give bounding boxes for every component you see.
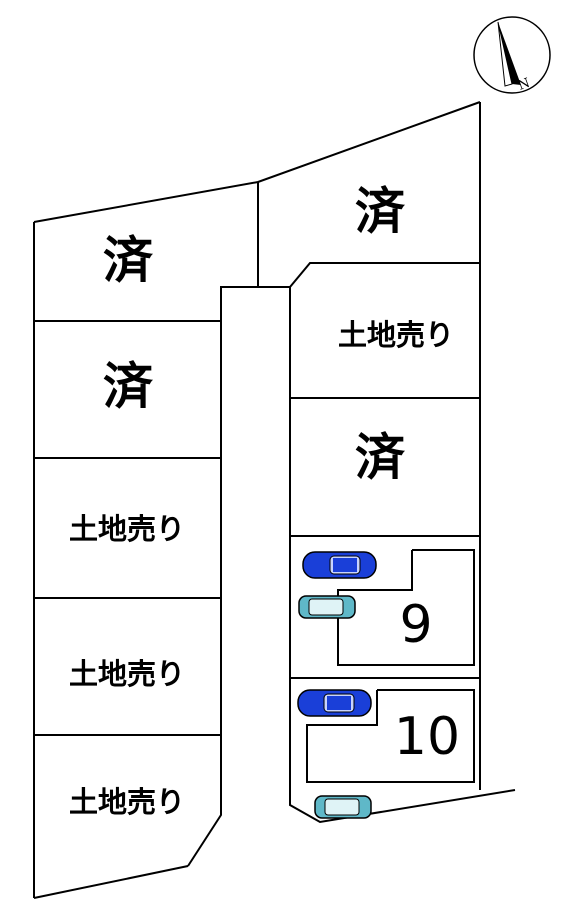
south-boundary-left: [33, 865, 189, 899]
lot-number-9: 9: [399, 595, 432, 655]
right-road-edge: [258, 286, 516, 824]
lot-label-r3: 済: [355, 429, 406, 487]
compass-north-label: N: [516, 76, 532, 94]
lot-label-l3: 土地売り: [69, 512, 185, 546]
car-teal-top: [298, 595, 356, 619]
lot-10-outline: [306, 689, 475, 783]
car-blue-top: [302, 551, 377, 579]
lot-9-outline: [337, 549, 475, 666]
lot-label-l5: 土地売り: [69, 785, 185, 819]
left-block: [33, 101, 481, 899]
right-block: [258, 102, 516, 824]
compass-needle-dark: [498, 22, 521, 85]
compass-needle-light: [497, 21, 513, 87]
lot-label-l2: 済: [103, 358, 154, 416]
lot-label-l1: 済: [103, 232, 154, 290]
lot-number-10: 10: [394, 707, 460, 767]
lot-label-r1: 済: [355, 183, 406, 241]
compass: N: [473, 16, 551, 94]
car-teal-bottom: [314, 795, 372, 819]
left-road-edge: [187, 286, 258, 867]
car-blue-bottom: [297, 689, 372, 717]
compass-ring: [473, 16, 551, 94]
lot-label-l4: 土地売り: [69, 657, 185, 691]
divider: [289, 262, 480, 288]
lot-label-r2: 土地売り: [338, 318, 454, 352]
